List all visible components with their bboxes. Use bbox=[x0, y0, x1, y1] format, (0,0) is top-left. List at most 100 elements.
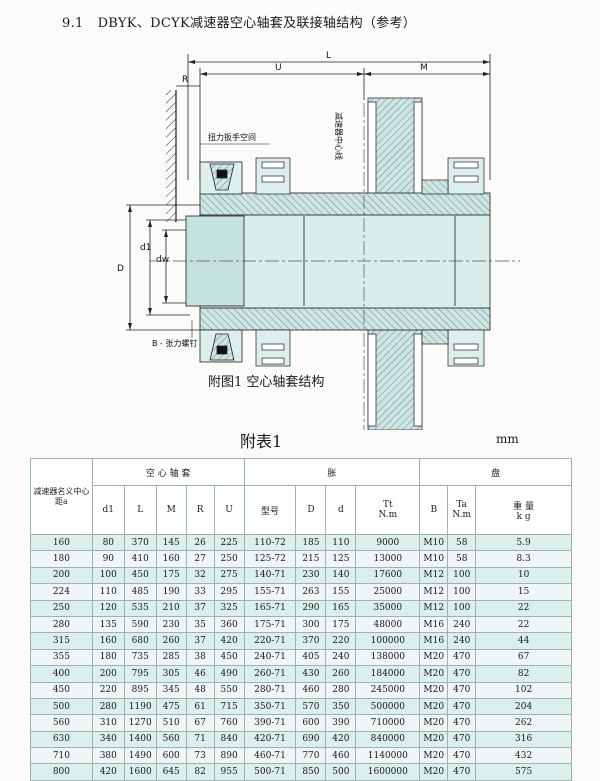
table-cell: 590 bbox=[123, 615, 157, 634]
table-cell: 840 bbox=[213, 730, 245, 749]
table-cell: M10 bbox=[419, 550, 449, 568]
table-cell: 760 bbox=[213, 714, 245, 732]
group-sleeve: 空 心 轴 套 bbox=[91, 458, 245, 486]
table-cell: 420 bbox=[91, 763, 125, 781]
table-cell: 275 bbox=[213, 566, 245, 585]
table-cell: 450 bbox=[213, 648, 245, 667]
col-Tt: Tt N.m bbox=[355, 485, 421, 535]
table-cell: 263 bbox=[295, 583, 327, 601]
table-cell: 160 bbox=[91, 632, 125, 650]
table-cell: 44 bbox=[475, 632, 572, 650]
table-cell: 1140000 bbox=[355, 747, 421, 765]
table-cell: 1600000 bbox=[355, 763, 421, 781]
section-number: 9.1 bbox=[62, 16, 84, 31]
table-cell: 470 bbox=[447, 681, 477, 699]
table-cell: 135 bbox=[91, 615, 125, 634]
table-cell: 840000 bbox=[355, 730, 421, 749]
table-cell: M16 bbox=[419, 632, 449, 650]
col-model: 型号 bbox=[243, 485, 297, 535]
table-cell: 73 bbox=[185, 747, 215, 765]
table-cell: 340 bbox=[91, 730, 125, 749]
table-cell: 110 bbox=[325, 533, 357, 552]
section-title: DBYK、DCYK减速器空心轴套及联接轴结构（参考） bbox=[97, 16, 417, 31]
group-disk: 盘 bbox=[419, 458, 572, 486]
table-cell: 290 bbox=[295, 599, 327, 617]
table-cell: 224 bbox=[30, 583, 93, 601]
table-cell: 80 bbox=[91, 533, 125, 552]
table-cell: 9000 bbox=[355, 533, 421, 552]
table-cell: 485 bbox=[123, 583, 157, 601]
table-cell: 180 bbox=[91, 648, 125, 667]
dim-d1: d1 bbox=[140, 243, 151, 253]
table-cell: 5.9 bbox=[475, 533, 572, 552]
table-cell: 390 bbox=[325, 714, 357, 732]
table-cell: 165 bbox=[325, 599, 357, 617]
table-cell: 35 bbox=[185, 615, 215, 634]
col-L: L bbox=[123, 485, 157, 535]
table-cell: 160 bbox=[30, 533, 93, 552]
table-cell: 120 bbox=[91, 599, 125, 617]
table-cell: 430 bbox=[295, 665, 327, 683]
table-cell: M20 bbox=[419, 697, 449, 716]
table-cell: 310 bbox=[91, 714, 125, 732]
table-cell: 190 bbox=[155, 583, 187, 601]
dim-dw: dw bbox=[156, 255, 169, 265]
col-Ta: Ta N.m bbox=[447, 485, 477, 535]
hollow-shaft bbox=[150, 80, 520, 430]
table-cell: 1490 bbox=[123, 747, 157, 765]
table-cell: 690 bbox=[295, 730, 327, 749]
table-cell: 138000 bbox=[355, 648, 421, 667]
table-cell: M20 bbox=[419, 730, 449, 749]
dim-L: L bbox=[326, 51, 331, 61]
table-cell: 82 bbox=[185, 763, 215, 781]
table-cell: 795 bbox=[123, 665, 157, 683]
table-cell: 470 bbox=[447, 714, 477, 732]
table-cell: 470 bbox=[447, 665, 477, 683]
table-cell: 67 bbox=[185, 714, 215, 732]
table-cell: 175 bbox=[325, 615, 357, 634]
table-cell: 220 bbox=[91, 681, 125, 699]
table-cell: 680 bbox=[123, 632, 157, 650]
table-cell: 25000 bbox=[355, 583, 421, 601]
table-cell: 262 bbox=[475, 714, 572, 732]
table-cell: 715 bbox=[213, 697, 245, 716]
table-cell: 420-71 bbox=[243, 730, 297, 749]
table-cell: 470 bbox=[447, 730, 477, 749]
table-cell: 370 bbox=[123, 533, 157, 552]
table-cell: 510 bbox=[155, 714, 187, 732]
table-cell: 305 bbox=[155, 665, 187, 683]
centerline-label: 减速器中心线 bbox=[334, 112, 344, 160]
dimension-lines bbox=[126, 54, 491, 331]
table-cell: 8.3 bbox=[475, 550, 572, 568]
table-cell: 420 bbox=[213, 632, 245, 650]
table-cell: 280 bbox=[325, 681, 357, 699]
table-cell: M20 bbox=[419, 747, 449, 765]
table-cell: 200 bbox=[91, 665, 125, 683]
table-cell: 475 bbox=[155, 697, 187, 716]
table-cell: 316 bbox=[475, 730, 572, 749]
table-cell: 215 bbox=[295, 550, 327, 568]
table-cell: 125 bbox=[325, 550, 357, 568]
table-cell: 160 bbox=[155, 550, 187, 568]
table-cell: 955 bbox=[213, 763, 245, 781]
table-cell: 535 bbox=[123, 599, 157, 617]
table-cell: 125-72 bbox=[243, 550, 297, 568]
table-cell: 27 bbox=[185, 550, 215, 568]
table-cell: 240 bbox=[447, 615, 477, 634]
table-cell: 325 bbox=[213, 599, 245, 617]
table-cell: 165-71 bbox=[243, 599, 297, 617]
table-cell: M20 bbox=[419, 681, 449, 699]
table-cell: 710 bbox=[30, 747, 93, 765]
table-cell: 22 bbox=[475, 615, 572, 634]
